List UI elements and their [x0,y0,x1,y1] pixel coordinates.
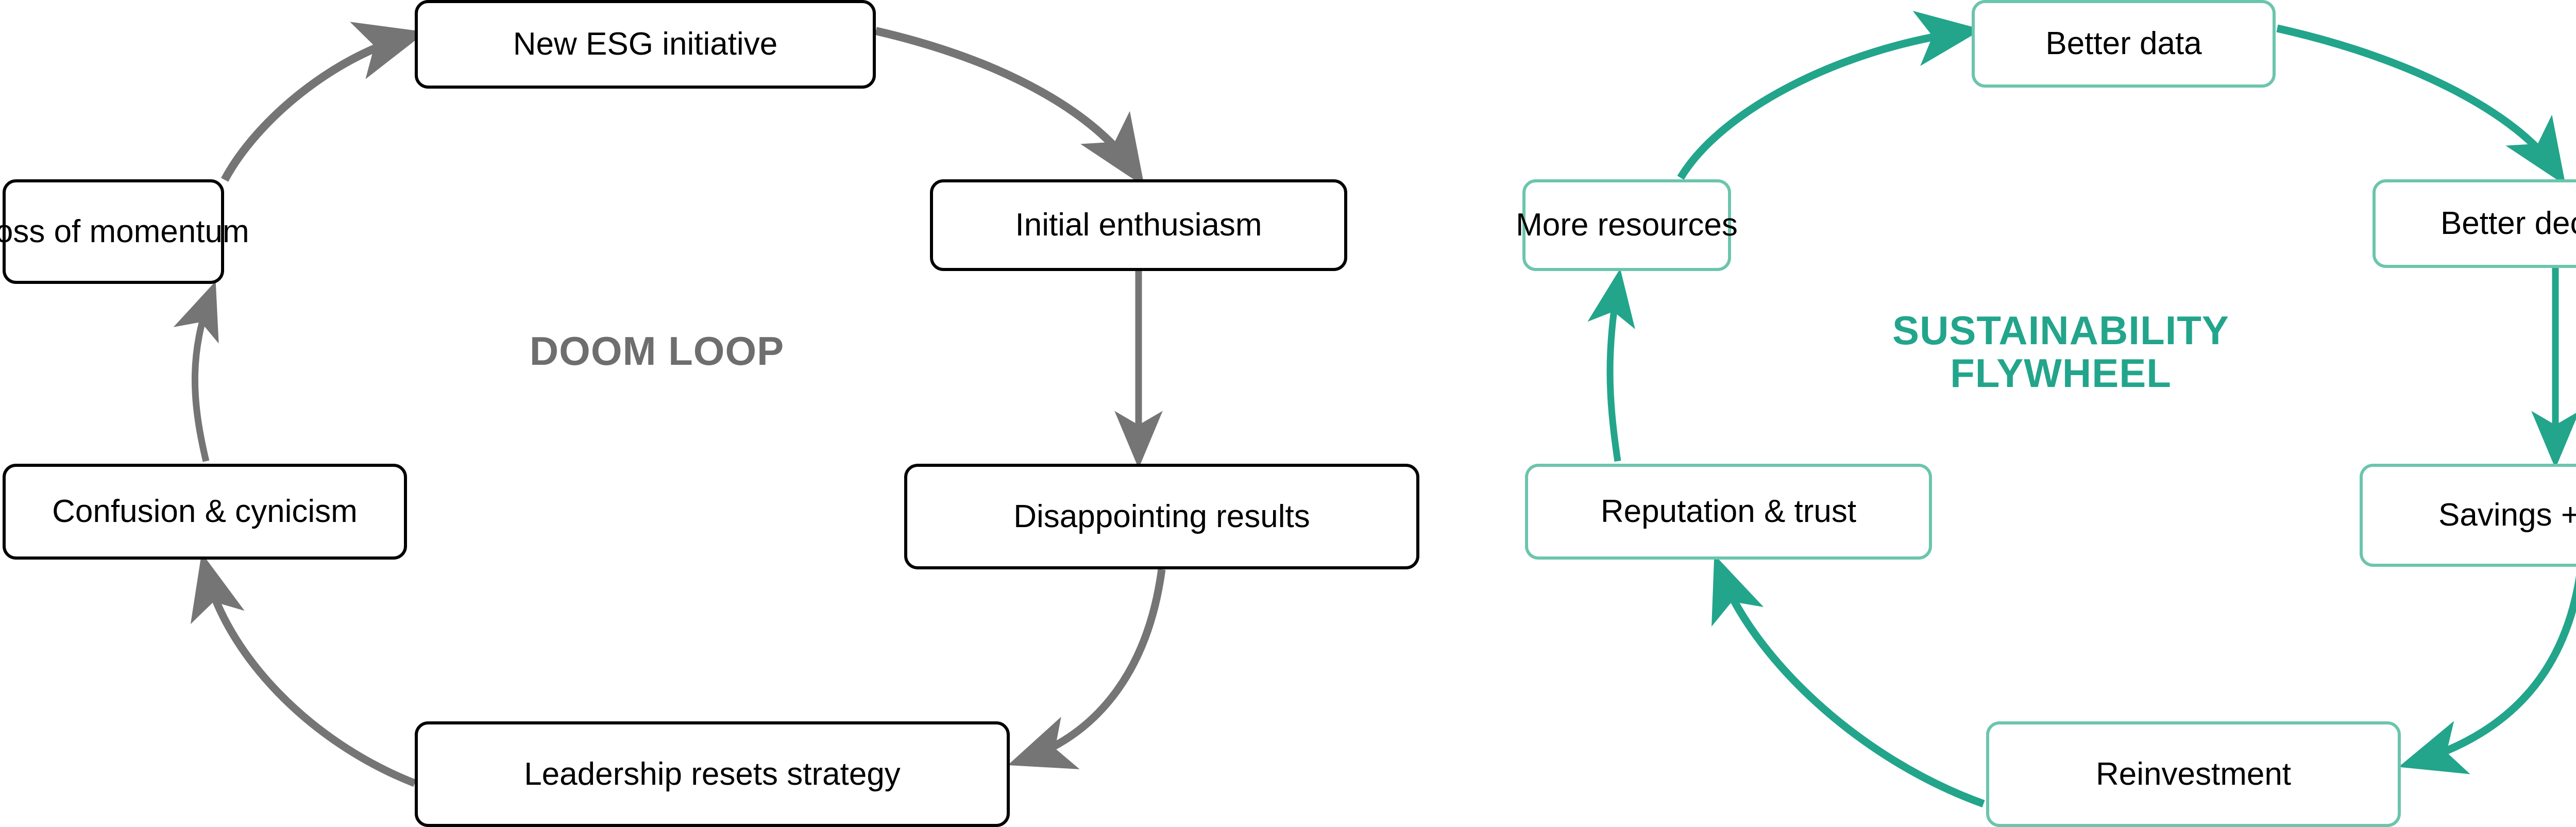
node-label: Reputation & trust [1600,494,1857,529]
node-label: Better decisions [2440,206,2576,241]
node-label: Confusion & cynicism [52,494,358,529]
node-label: Initial enthusiasm [1015,207,1262,243]
fly-edge-savings-to-reinvestment [2398,575,2576,774]
node-label: Better data [2045,26,2202,61]
node-label: Disappointing results [1013,498,1310,534]
node-label: Loss of momentum [0,213,249,249]
doom-edge-disappointing-to-leadership [1008,568,1166,769]
doom-edge-new-esg-to-initial [875,27,1145,187]
fly-edge-reinvestment-to-reputation [1711,554,1985,808]
node-label: More resources [1516,207,1738,243]
node-reinvestment[interactable]: Reinvestment [1986,721,2401,827]
node-better-decisions[interactable]: Better decisions [2372,179,2576,268]
fly-edge-resources-to-data [1677,11,1982,180]
sustainability-flywheel-title: SUSTAINABILITY FLYWHEEL [1892,308,2229,396]
node-initial-enthusiasm[interactable]: Initial enthusiasm [930,179,1347,271]
doom-loop-title: DOOM LOOP [529,328,785,374]
node-label: Reinvestment [2095,756,2292,792]
doom-edge-leadership-to-confusion [190,553,416,787]
node-loss-of-momentum[interactable]: Loss of momentum [0,179,249,284]
node-leadership-resets-strategy[interactable]: Leadership resets strategy [415,721,1010,827]
node-label: New ESG initiative [513,26,778,62]
doom-edge-confusion-to-loss [173,281,219,462]
node-better-data[interactable]: Better data [1972,0,2276,88]
node-label: Leadership resets strategy [524,756,901,792]
fly-edge-data-to-decisions [2276,24,2566,185]
node-reputation-trust[interactable]: Reputation & trust [1525,464,1932,560]
node-confusion-cynicism[interactable]: Confusion & cynicism [3,464,407,560]
node-label: Savings + innovation [2438,497,2576,533]
doom-edge-loss-to-new-esg [221,22,427,182]
node-more-resources[interactable]: More resources [1516,179,1738,271]
node-disappointing-results[interactable]: Disappointing results [904,464,1419,569]
fly-edge-reputation-to-resources [1587,268,1635,462]
node-savings-innovation[interactable]: Savings + innovation [2360,464,2576,567]
node-new-esg-initiative[interactable]: New ESG initiative [415,0,876,89]
